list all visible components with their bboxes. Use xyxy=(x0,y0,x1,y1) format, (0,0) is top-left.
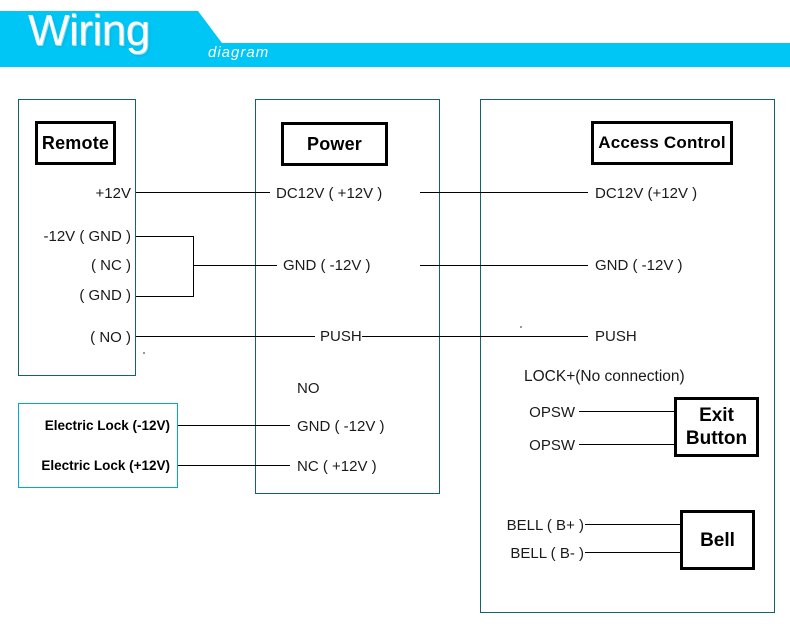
remote-terminal-plus12v: +12V xyxy=(95,185,131,202)
wire-remote-no-to-power-push xyxy=(136,336,315,337)
power-terminal-gnd-minus12v: GND ( -12V ) xyxy=(283,257,371,274)
wire-power-push-to-access-push xyxy=(362,336,588,337)
access-terminal-push: PUSH xyxy=(595,328,637,345)
electric-lock-minus-label: Electric Lock (-12V) xyxy=(44,418,170,433)
scan-speck-push xyxy=(520,326,522,328)
wire-remote-gnd-bridge xyxy=(193,236,194,297)
wire-bell-minus-to-bell xyxy=(585,552,682,553)
exit-button-label-line1: Exit xyxy=(699,405,734,426)
wire-electric-lock-minus-to-power xyxy=(178,425,290,426)
access-terminal-bell-minus: BELL ( B- ) xyxy=(510,545,584,562)
wire-remote-gnd-to-power xyxy=(193,265,277,266)
remote-terminal-no: ( NO ) xyxy=(90,329,131,346)
wire-remote-to-power-12v xyxy=(136,192,270,193)
wire-opsw1-to-exit-button xyxy=(579,411,676,412)
wire-remote-gnd-lower xyxy=(136,296,194,297)
electric-lock-box xyxy=(18,403,178,488)
remote-terminal-gnd: ( GND ) xyxy=(79,287,131,304)
exit-button-label-line2: Button xyxy=(685,428,748,449)
power-terminal-dc12v: DC12V ( +12V ) xyxy=(276,185,383,202)
power-terminal-gnd-lock: GND ( -12V ) xyxy=(297,418,385,435)
wire-power-to-access-12v xyxy=(420,192,588,193)
access-terminal-lock-plus: LOCK+(No connection) xyxy=(524,368,685,385)
exit-button-box: Exit Button xyxy=(674,397,759,457)
wire-power-to-access-gnd xyxy=(420,265,588,266)
remote-title-label: Remote xyxy=(41,132,110,153)
page-subtitle: diagram xyxy=(208,44,270,61)
remote-terminal-nc: ( NC ) xyxy=(91,257,131,274)
access-terminal-opsw-2: OPSW xyxy=(529,437,575,454)
scan-speck-remote xyxy=(143,352,145,354)
remote-column-box xyxy=(18,99,136,376)
bell-box: Bell xyxy=(680,510,755,570)
wire-remote-gnd-upper xyxy=(136,236,194,237)
wire-electric-lock-plus-to-power xyxy=(178,465,290,466)
access-terminal-dc12v: DC12V (+12V ) xyxy=(595,185,698,202)
access-control-title-label: Access Control xyxy=(598,133,726,152)
access-terminal-opsw-1: OPSW xyxy=(529,404,575,421)
power-terminal-push: PUSH xyxy=(320,328,362,345)
remote-terminal-minus12v-gnd: -12V ( GND ) xyxy=(43,228,131,245)
wire-bell-plus-to-bell xyxy=(585,524,682,525)
page-title: Wiring xyxy=(28,6,150,55)
access-control-title-box: Access Control xyxy=(591,121,733,165)
access-terminal-gnd-minus12v: GND ( -12V ) xyxy=(595,257,683,274)
power-terminal-no: NO xyxy=(297,380,320,397)
power-column-box xyxy=(255,99,440,494)
wire-opsw2-to-exit-button xyxy=(579,444,676,445)
remote-title-box: Remote xyxy=(35,121,116,165)
access-control-column-box xyxy=(480,99,775,613)
access-terminal-bell-plus: BELL ( B+ ) xyxy=(506,517,584,534)
electric-lock-plus-label: Electric Lock (+12V) xyxy=(41,458,170,473)
power-title-box: Power xyxy=(281,122,388,166)
power-title-label: Power xyxy=(306,133,363,154)
power-terminal-nc-lock: NC ( +12V ) xyxy=(297,458,377,475)
bell-label: Bell xyxy=(700,529,735,551)
